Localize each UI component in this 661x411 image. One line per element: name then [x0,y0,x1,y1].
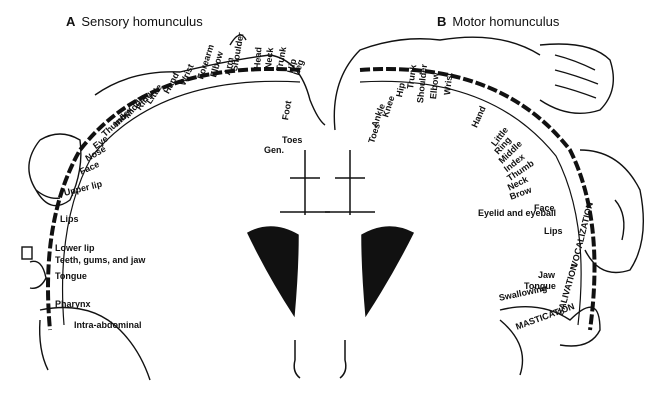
motor-label-jaw: Jaw [538,270,556,280]
sensory-label-head: Head [252,46,264,70]
sensory-label-gen: Gen. [264,145,285,155]
motor-label-lips: Lips [544,226,563,236]
panel-a-letter: A [66,14,76,29]
sensory-label-teeth-gums-and-jaw: Teeth, gums, and jaw [55,255,146,265]
motor-cortex-arc [359,67,597,331]
motor-label-tongue: Tongue [524,281,556,291]
sensory-label-pharynx: Pharynx [55,299,91,309]
sensory-panel-title: A Sensory homunculus [66,14,203,29]
sensory-label-intra-abdominal: Intra-abdominal [74,320,142,330]
sensory-label-lips: Lips [60,214,79,224]
midline-structures [247,150,415,379]
motor-label-eyelid-and-eyeball: Eyelid and eyeball [478,208,557,218]
sensory-cortex-arc [46,67,301,331]
sensory-label-lower-lip: Lower lip [55,243,95,253]
sensory-cortex-inner [61,80,301,326]
motor-cortex-inner [359,80,582,326]
sensory-homunculus-body [21,34,326,381]
sensory-label-toes: Toes [282,135,303,145]
panel-a-title: Sensory homunculus [81,14,203,29]
motor-panel-title: B Motor homunculus [437,14,559,29]
panel-b-letter: B [437,14,447,29]
sensory-label-tongue: Tongue [55,271,87,281]
motor-label-face: Face [534,203,555,213]
panel-b-title: Motor homunculus [452,14,560,29]
motor-homunculus-body [333,36,644,376]
